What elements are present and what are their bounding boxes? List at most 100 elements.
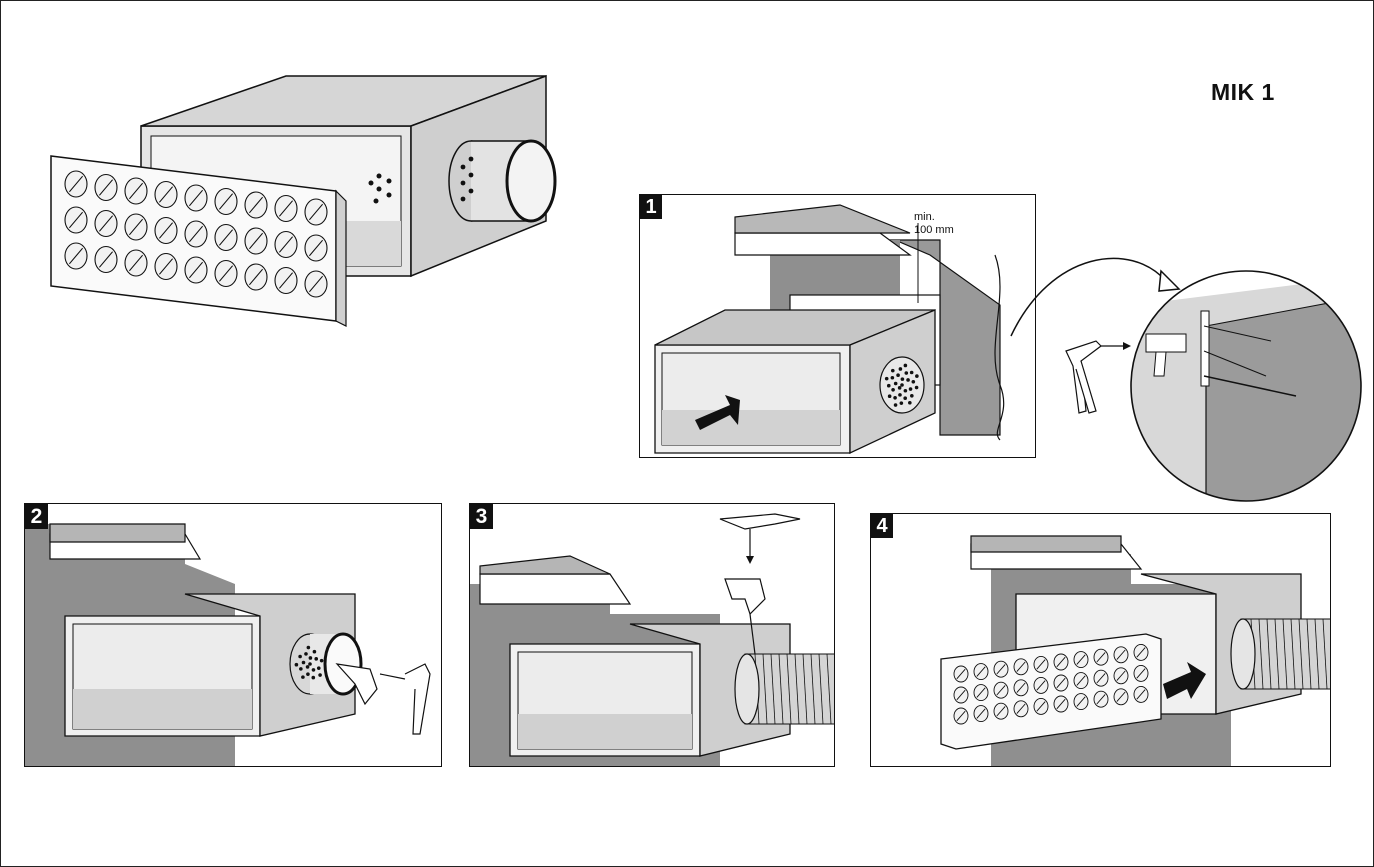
perforation-hole	[908, 387, 913, 391]
perforation-hole	[898, 367, 903, 371]
step-3-number: 3	[475, 505, 488, 528]
grille-nozzle-vane	[158, 258, 174, 275]
grille-nozzle-vane	[1016, 703, 1026, 714]
step-3-number-badge: 3	[470, 504, 493, 529]
perforation-hole	[311, 668, 316, 672]
perforation-hole	[910, 393, 914, 398]
grille-nozzle-vane	[128, 218, 144, 236]
grille-nozzle-vane	[158, 222, 174, 239]
perforation-hole	[914, 385, 919, 390]
perforation-hole	[896, 373, 900, 377]
grille-nozzle-vane	[128, 182, 144, 200]
step-4-panel: 4	[870, 513, 1331, 767]
grille-nozzle-vane	[1116, 649, 1126, 660]
perforation-hole	[316, 666, 321, 670]
duct-rib	[1306, 618, 1312, 690]
perforation-hole	[893, 403, 898, 407]
step-2-number-badge: 2	[25, 504, 48, 529]
step-1-panel: 1 min. 100 mm	[639, 194, 1036, 458]
grille-nozzle-vane	[1056, 677, 1066, 689]
perforation-hole	[893, 381, 898, 386]
duct-rib	[1322, 618, 1328, 690]
perforation-hole	[306, 672, 310, 676]
grille-nozzle-vane	[68, 247, 84, 265]
grille-nozzle-vane	[308, 239, 324, 257]
grille-nozzle-vane	[1056, 656, 1066, 668]
grille-nozzle-vane	[98, 179, 114, 196]
duct-rib	[1290, 618, 1296, 690]
perforation-hole	[915, 374, 919, 378]
perforation-hole	[898, 393, 902, 397]
grille-nozzle-vane	[218, 265, 234, 282]
duct-rib	[1298, 618, 1304, 690]
duct-rib	[802, 653, 808, 725]
grille-nozzle-vane	[1136, 689, 1146, 700]
step-2-number: 2	[30, 505, 43, 528]
perforation-hole	[319, 658, 324, 663]
grille-nozzle-vane	[956, 689, 966, 701]
grille-nozzle-vane	[1116, 670, 1126, 681]
step-2-panel: 2	[24, 503, 442, 767]
grille-nozzle-vane	[1016, 661, 1026, 672]
step-4-grille-fitting-illustration	[940, 535, 1330, 766]
grille-nozzle-vane	[1096, 673, 1106, 684]
perforation-hole	[305, 665, 310, 669]
grille-nozzle-vane	[1036, 659, 1046, 670]
rivet-pliers-icon	[1065, 340, 1131, 414]
duct-rib	[762, 653, 768, 725]
duct-rib	[786, 653, 792, 725]
duct-rib	[810, 653, 816, 725]
grille-nozzle-vane	[188, 225, 204, 243]
grille-nozzle-vane	[188, 189, 204, 207]
grille-nozzle-vane	[1076, 696, 1086, 707]
curved-arrow-icon	[1010, 257, 1181, 337]
duct-rib	[1266, 618, 1272, 690]
perforation-hole	[909, 370, 914, 375]
grille-nozzle-vane	[68, 211, 84, 229]
perforation-hole	[903, 388, 908, 393]
step-2-spigot-rivet-illustration	[25, 523, 431, 766]
grille-nozzle-vane	[1136, 668, 1146, 679]
perforation-hole	[899, 401, 904, 405]
dimension-min-text: min.	[914, 211, 935, 223]
duct-rib	[1314, 618, 1320, 690]
perforation-hole	[301, 675, 305, 679]
duct-rib	[1274, 618, 1280, 690]
perforation-hole	[893, 395, 897, 400]
grille-nozzle-vane	[308, 275, 324, 293]
model-title: MIK 1	[1211, 79, 1275, 105]
grille-nozzle-vane	[976, 708, 986, 719]
perforation-hole	[301, 660, 306, 665]
perforation-hole	[904, 371, 909, 375]
perforation-hole	[318, 673, 322, 677]
perforation-hole	[298, 654, 302, 659]
perforation-hole	[890, 375, 895, 380]
perforation-hole	[900, 377, 905, 381]
grille-nozzle-vane	[68, 175, 84, 193]
grille-nozzle-vane	[1036, 701, 1046, 712]
grille-nozzle-vane	[248, 268, 264, 286]
perforation-hole	[886, 383, 891, 388]
perforation-hole	[306, 645, 311, 650]
perforation-hole	[299, 667, 303, 671]
step-3-panel: 3	[469, 503, 835, 767]
step-1-number: 1	[645, 196, 657, 218]
dimension-value-text: 100 mm	[914, 224, 954, 236]
perforation-hole	[897, 386, 902, 390]
perforation-hole	[304, 652, 308, 656]
perforation-hole	[903, 396, 907, 401]
step-1-wall-mounting-illustration	[654, 204, 1005, 455]
grille-nozzle-vane	[218, 229, 234, 246]
duct-rib	[818, 653, 824, 725]
step-1-number-badge: 1	[640, 195, 662, 219]
step-4-number: 4	[876, 515, 888, 537]
perforation-hole	[887, 394, 892, 398]
grille-nozzle-vane	[1076, 675, 1086, 686]
grille-nozzle-vane	[188, 261, 204, 279]
grille-nozzle-vane	[1136, 647, 1146, 658]
perforation-hole	[903, 363, 908, 368]
grille-nozzle-vane	[278, 236, 294, 253]
perforation-hole	[312, 649, 317, 654]
duct-rib	[1282, 618, 1288, 690]
perforation-hole	[308, 656, 313, 660]
